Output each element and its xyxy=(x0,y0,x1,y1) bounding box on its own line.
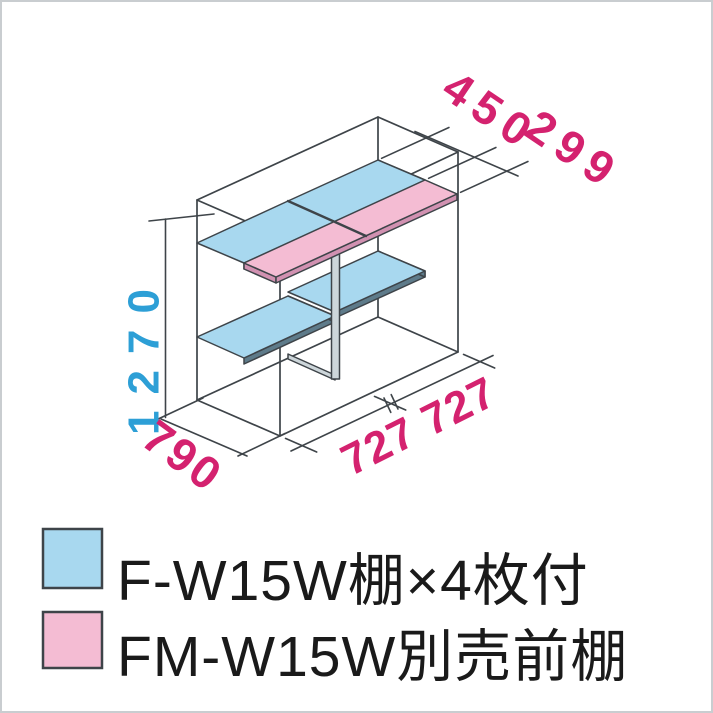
shelf-lower-left xyxy=(196,295,336,365)
shelf-front-pink xyxy=(243,179,458,284)
dim-depth: 790 xyxy=(133,410,286,502)
box-bottom-face xyxy=(196,316,459,437)
legend-swatch-blue-shelf xyxy=(41,527,104,590)
upper-shelf-divider xyxy=(286,199,337,224)
dim-depth-line xyxy=(160,418,248,457)
shelf-middle-right-top xyxy=(287,250,426,313)
dim-height-extension-top xyxy=(148,213,215,222)
dim-height-extension-bottom xyxy=(155,397,204,421)
dim-height-label: 1270 xyxy=(120,273,169,435)
center-post xyxy=(287,227,341,381)
dim-shelf-extension-front xyxy=(459,160,529,194)
dim-shelf-extension-middle xyxy=(427,146,497,180)
dim-depth-extension xyxy=(237,432,286,457)
legend-swatch-pink-shelf xyxy=(41,610,104,670)
post-base-bar xyxy=(287,353,336,381)
dim-width-break-mark xyxy=(383,393,399,414)
dim-width-extension-middle xyxy=(373,395,407,411)
legend-label-blue-shelf: F-W15W棚×4枚付 xyxy=(117,549,589,613)
legend-label-pink-shelf: FM-W15W別売前棚 xyxy=(117,625,628,689)
dim-height: 1270 xyxy=(120,213,215,435)
dim-width-label: 727 727 xyxy=(333,367,503,485)
legend: F-W15W棚×4枚付 FM-W15W別売前棚 xyxy=(41,527,628,689)
dim-width: 727 727 xyxy=(284,353,504,485)
front-shelf-divider xyxy=(333,220,368,238)
dim-shelf-line xyxy=(414,130,519,177)
dim-width-extension-left xyxy=(284,437,318,453)
dim-shelf-extension-back xyxy=(380,126,450,160)
dim-width-line xyxy=(290,354,494,452)
